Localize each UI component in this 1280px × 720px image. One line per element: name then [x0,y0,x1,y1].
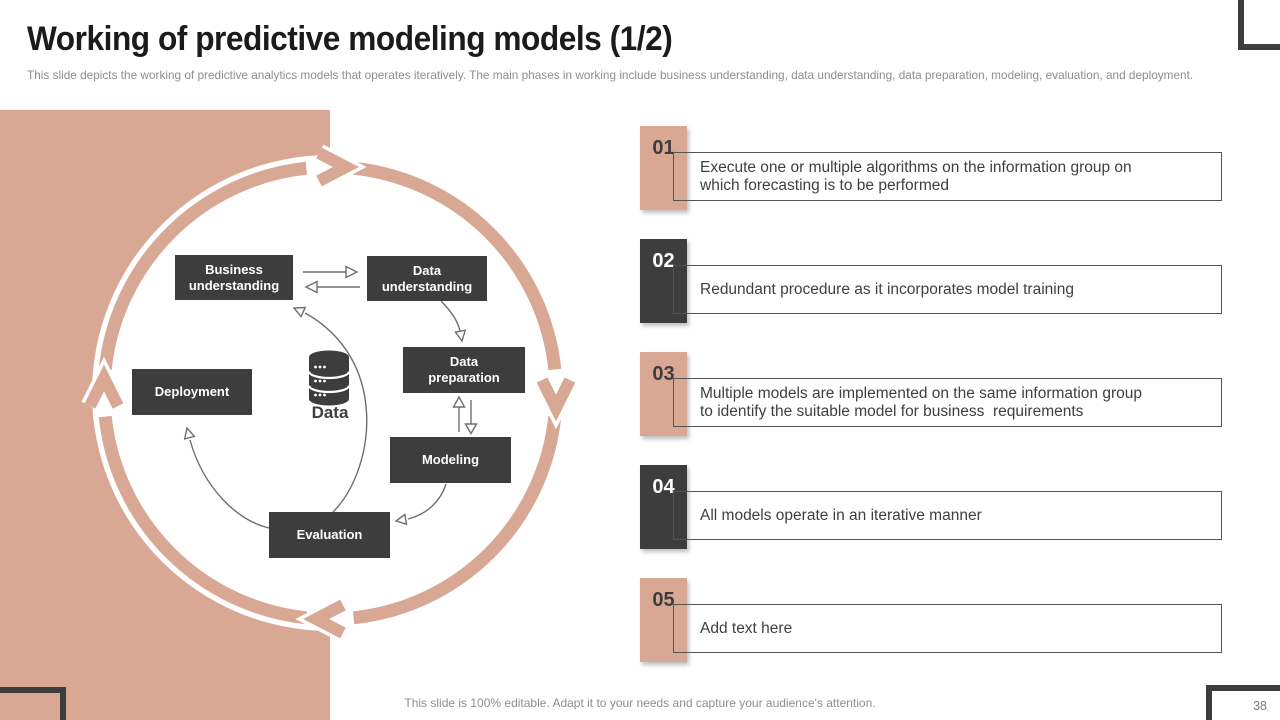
chevron-right-icon [316,147,360,187]
chevron-down-icon [536,377,576,422]
page-number: 38 [1206,685,1280,720]
list-item-text-02[interactable]: Redundant procedure as it incorporates m… [673,265,1222,314]
corner-bracket-top-right [1238,0,1280,50]
chevron-left-icon [302,599,346,639]
node-business-understanding[interactable]: Business understanding [175,255,293,300]
list-number-05[interactable]: 05 [640,578,687,662]
corner-bracket-bottom-left [0,687,66,720]
page-title: Working of predictive modeling models (1… [27,20,673,58]
node-data-understanding[interactable]: Data understanding [367,256,487,301]
node-modeling[interactable]: Modeling [390,437,511,483]
slide-subtitle: This slide depicts the working of predic… [27,68,1194,82]
list-number-04[interactable]: 04 [640,465,687,549]
node-data-preparation[interactable]: Data preparation [403,347,525,393]
cycle-ring [98,161,562,625]
list-item-text-01[interactable]: Execute one or multiple algorithms on th… [673,152,1222,201]
list-item-text-04[interactable]: All models operate in an iterative manne… [673,491,1222,540]
list-number-01[interactable]: 01 [640,126,687,210]
list-number-02[interactable]: 02 [640,239,687,323]
node-evaluation[interactable]: Evaluation [269,512,390,558]
database-icon [307,350,351,406]
list-item-text-03[interactable]: Multiple models are implemented on the s… [673,378,1222,427]
list-item-text-05[interactable]: Add text here [673,604,1222,653]
chevron-up-icon [84,364,124,409]
cycle-arrowheads [81,144,579,642]
footer-note: This slide is 100% editable. Adapt it to… [404,696,876,710]
data-center-label: Data [311,403,349,422]
list-number-03[interactable]: 03 [640,352,687,436]
connector-arrows [183,265,478,529]
node-deployment[interactable]: Deployment [132,369,252,415]
